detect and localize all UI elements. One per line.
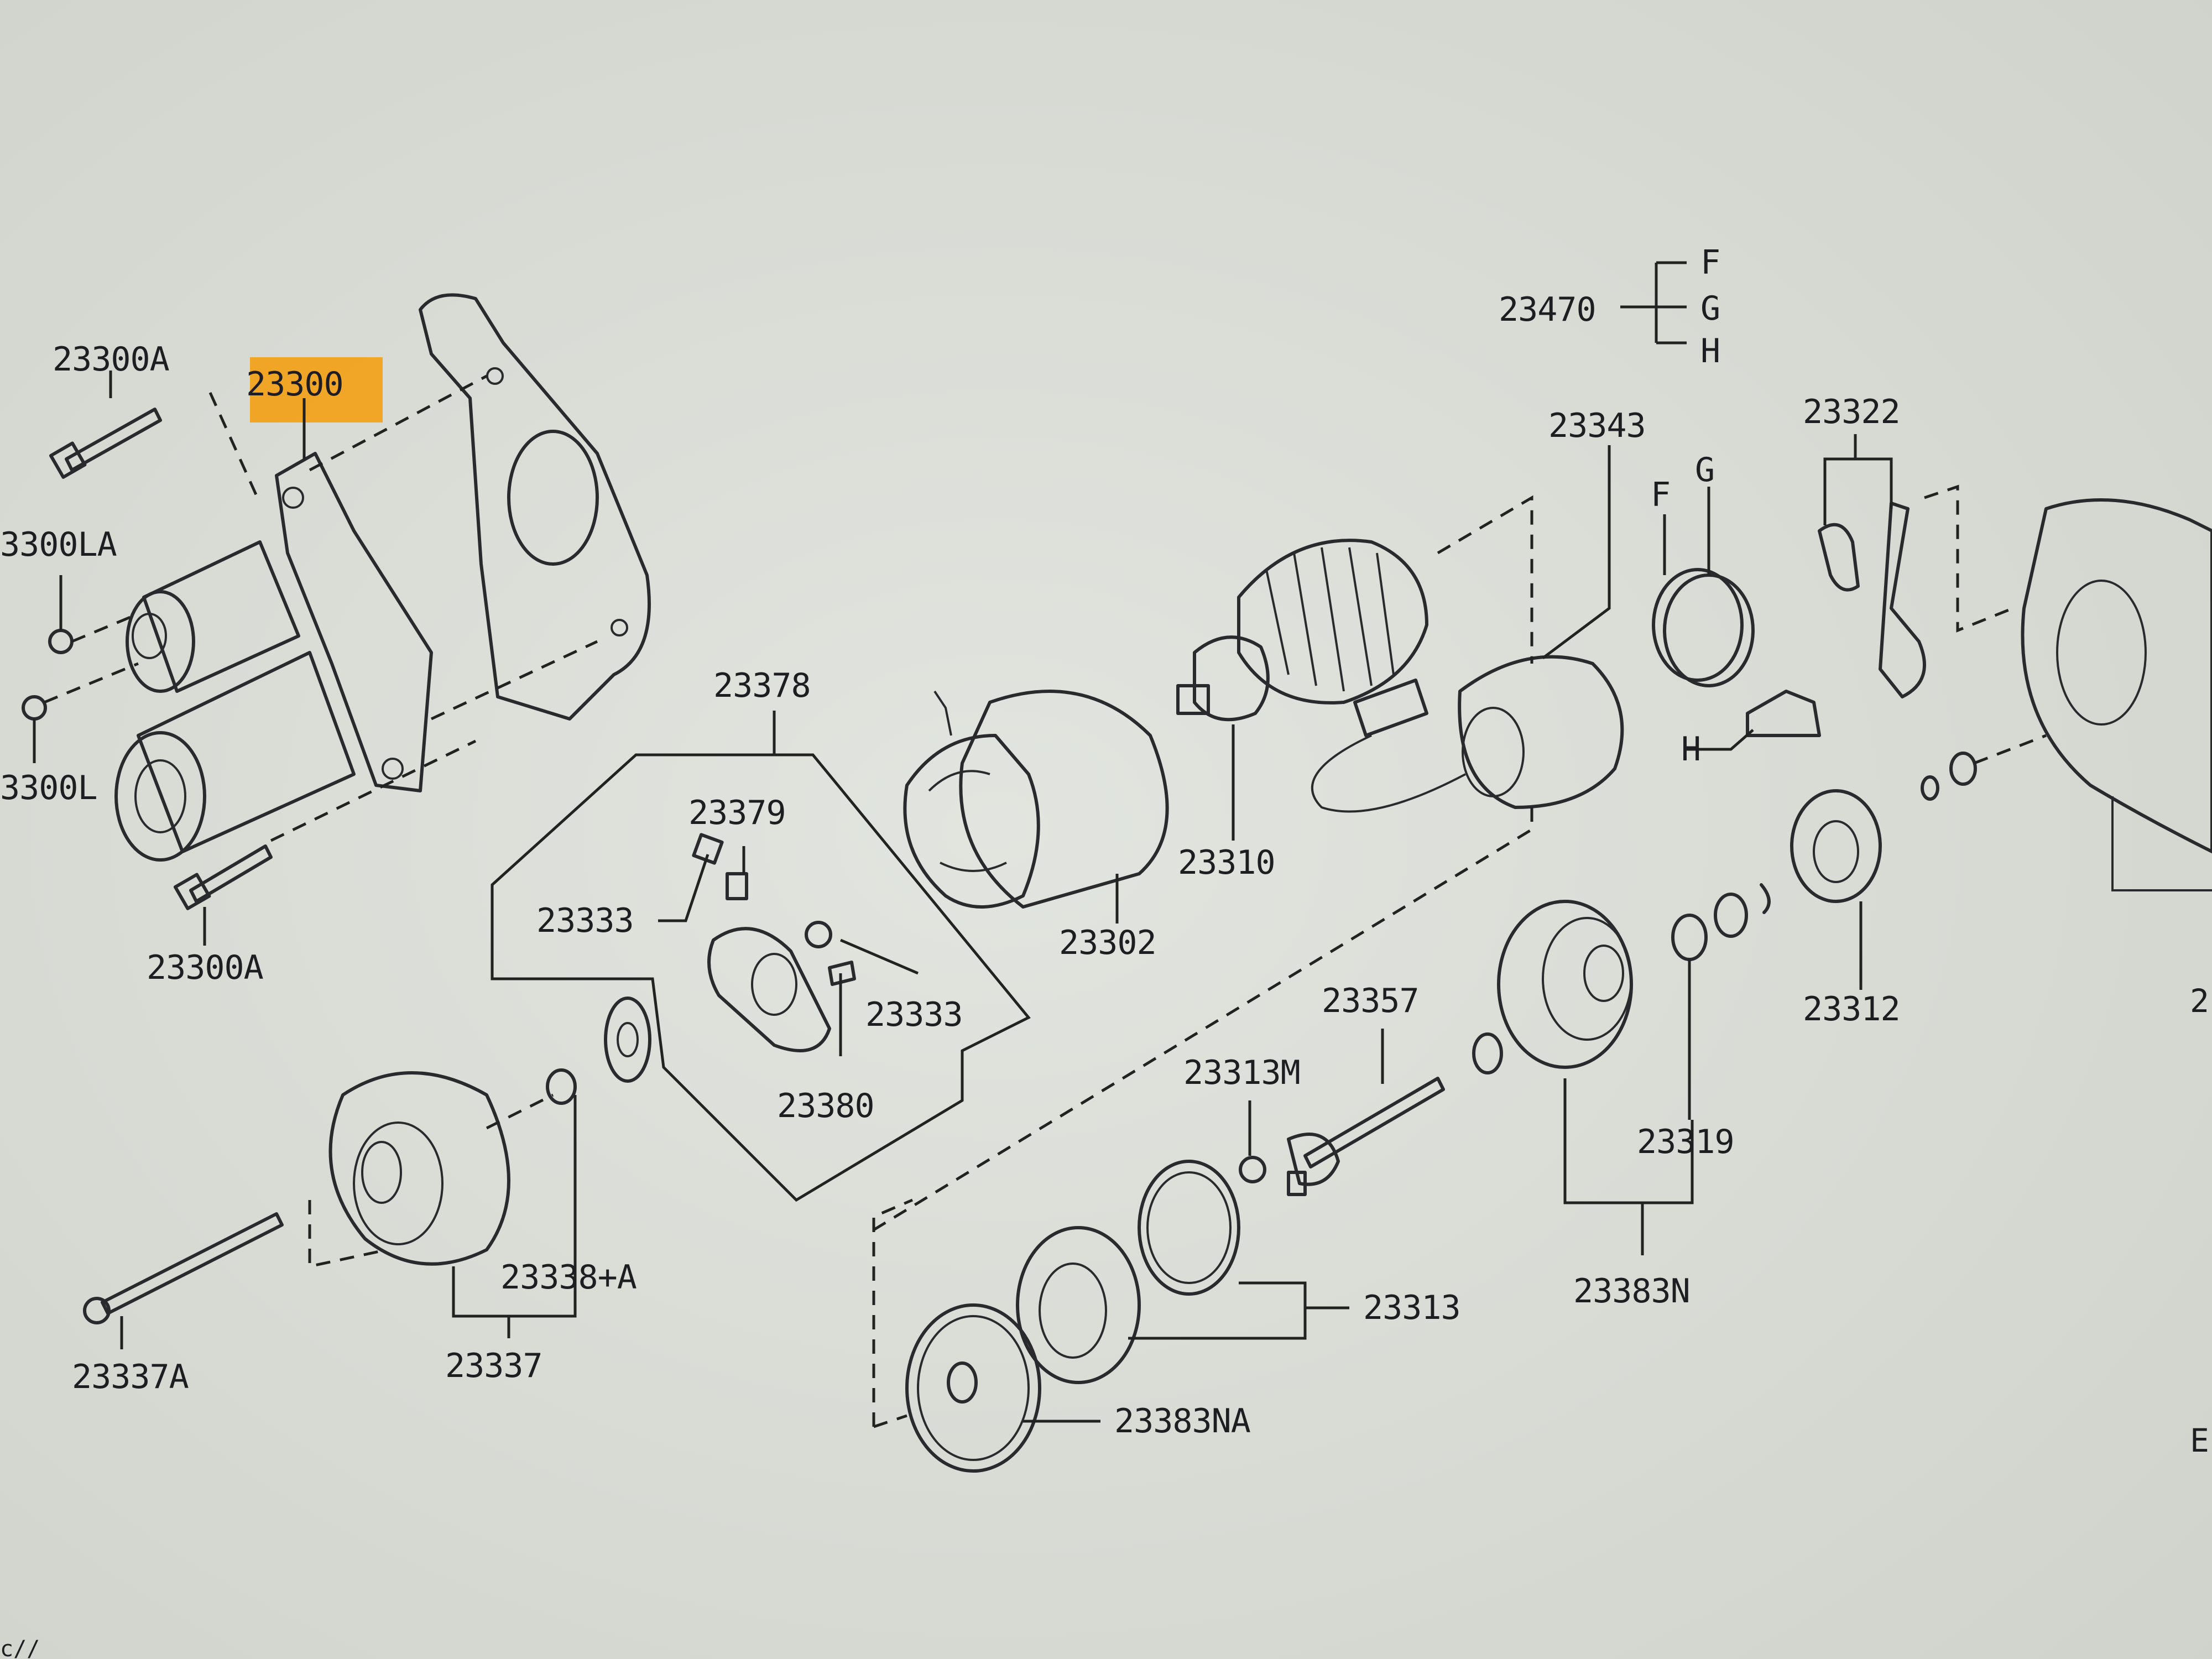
- label-edge-E: E: [2190, 1422, 2209, 1459]
- nut-23313M: [1239, 1156, 1266, 1183]
- label-23380: 23380: [777, 1087, 874, 1125]
- internal-gear-23313: [1016, 1226, 1141, 1384]
- label-23300L: 3300L: [0, 769, 97, 807]
- label-23302: 23302: [1059, 924, 1156, 962]
- washer: [604, 997, 651, 1083]
- label-23337A: 23337A: [72, 1358, 189, 1396]
- label-option-G: G: [1700, 289, 1720, 328]
- label-23357: 23357: [1322, 982, 1419, 1020]
- bolt-23300A-bottom: [173, 844, 273, 910]
- starter-assembly: [114, 452, 433, 862]
- ring-23313: [1138, 1160, 1240, 1296]
- label-ring-G: G: [1695, 451, 1714, 489]
- label-23300A-bottom: 23300A: [147, 948, 264, 987]
- label-23300A-top: 23300A: [53, 340, 170, 379]
- label-23312: 23312: [1803, 990, 1900, 1029]
- mounting-bracket: [419, 293, 651, 721]
- label-23470: 23470: [1499, 290, 1596, 329]
- brush-holder: [692, 833, 856, 1052]
- highlight-23300: [250, 357, 383, 422]
- label-clip-H: H: [1681, 730, 1700, 769]
- corner-text: c//: [0, 1636, 40, 1659]
- label-23300LA: 3300LA: [0, 525, 117, 564]
- pinion-23312: [1790, 789, 1882, 903]
- label-edge-2: 2: [2190, 982, 2209, 1020]
- label-23333-right: 23333: [865, 995, 963, 1034]
- shaft-23357: [1287, 1077, 1445, 1196]
- label-23313M: 23313M: [1183, 1053, 1300, 1092]
- rear-cover-23337: [328, 1068, 577, 1266]
- gear-housing: [2021, 498, 2212, 891]
- bolt-23300A-top: [49, 408, 162, 479]
- label-option-H: H: [1700, 332, 1720, 371]
- ring-F: [1652, 568, 1744, 682]
- label-23300: 23300: [246, 365, 343, 404]
- group-outline-23378: [491, 753, 1031, 1202]
- label-23337: 23337: [445, 1347, 542, 1385]
- through-bolt-23337A: [83, 1212, 284, 1324]
- label-23378: 23378: [713, 666, 811, 705]
- label-23319: 23319: [1637, 1123, 1734, 1161]
- label-23383NA: 23383NA: [1114, 1402, 1251, 1441]
- label-23343: 23343: [1548, 406, 1646, 445]
- clutch-23383N: [1497, 900, 1633, 1069]
- armature-23310: [1176, 539, 1428, 722]
- gear-plate-23383NA: [905, 1303, 1041, 1473]
- label-23310: 23310: [1178, 843, 1275, 882]
- label-23313: 23313: [1363, 1288, 1460, 1327]
- nut-small: [1472, 1032, 1503, 1074]
- label-option-F: F: [1700, 243, 1720, 282]
- lever-23322: [1818, 502, 1926, 698]
- label-23322: 23322: [1803, 393, 1900, 431]
- label-23333-left: 23333: [536, 901, 634, 940]
- label-23379: 23379: [688, 794, 786, 832]
- label-23383N: 23383N: [1573, 1272, 1690, 1311]
- label-ring-F: F: [1651, 476, 1670, 514]
- label-23338A: 23338+A: [500, 1258, 637, 1297]
- yoke-23302: [903, 690, 1169, 909]
